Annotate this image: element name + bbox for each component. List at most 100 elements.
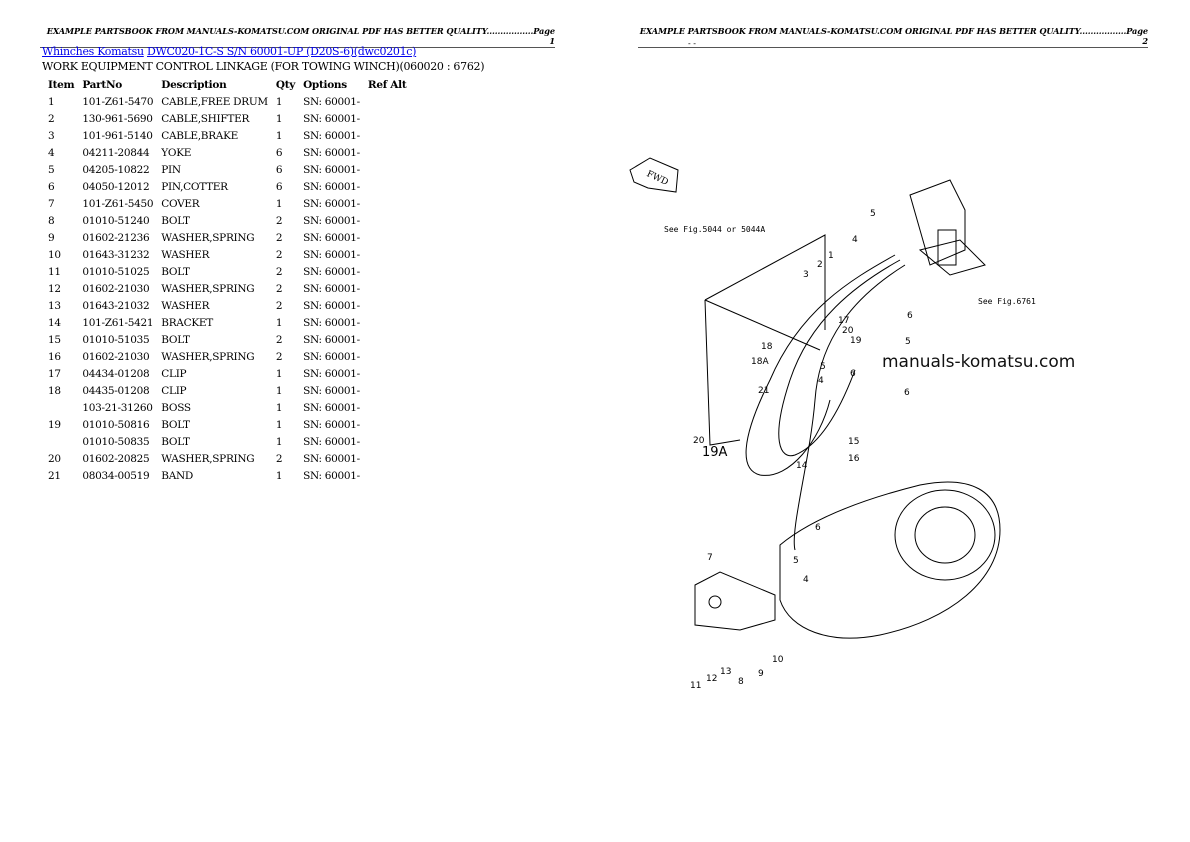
callout-label: 5 [905,337,911,347]
table-cell: 01010-51035 [82,333,150,346]
table-cell: 1 [48,95,55,108]
callout-label: 8 [738,677,744,687]
table-cell [364,93,410,110]
table-cell [364,365,410,382]
table-cell: 19 [48,418,61,431]
table-cell: 01643-21032 [82,299,150,312]
column-header: PartNo [82,78,122,91]
table-cell: WASHER [161,248,210,261]
table-cell: WASHER,SPRING [161,231,255,244]
table-cell: BOLT [161,214,190,227]
table-cell: 01602-20825 [82,452,150,465]
table-cell: SN: 60001- [303,299,360,312]
table-cell: 04435-01208 [82,384,150,397]
callout-label: 9 [758,669,764,679]
callout-label: 20 [693,436,705,446]
table-cell: SN: 60001- [303,333,360,346]
callout-label: 20 [842,326,854,336]
table-cell: BOLT [161,418,190,431]
table-cell: 101-961-5140 [82,129,153,142]
callout-label: 15 [848,437,859,447]
table-cell [364,263,410,280]
page-header: EXAMPLE PARTSBOOK FROM MANUALS-KOMATSU.C… [40,26,555,48]
table-cell: 2 [275,231,283,244]
callout-label: 5 [820,362,826,372]
breadcrumb-link-brand[interactable]: Whinches Komatsu [42,45,144,58]
table-cell: 01602-21030 [82,350,150,363]
watermark: manuals-komatsu.com [882,352,1076,372]
table-cell: BAND [161,469,193,482]
parts-diagram: FWD See Fig.5044 or 5044A See Fig.6761 5… [629,157,1036,691]
table-cell: 2 [275,282,283,295]
table-cell [364,246,410,263]
callout-label: 21 [758,386,769,396]
table-cell: 8 [48,214,55,227]
table-cell: 1 [275,112,283,125]
callout-label: 5 [870,209,876,219]
callout-label: 1 [828,251,834,261]
table-cell: 15 [48,333,61,346]
table-cell: 01010-51025 [82,265,150,278]
table-cell: 20 [48,452,61,465]
table-cell: CABLE,BRAKE [161,129,239,142]
table-cell [364,399,410,416]
table-cell: 2 [275,333,283,346]
table-cell: 2 [275,299,283,312]
lever-bracket [909,179,986,276]
table-cell: 08034-00519 [82,469,150,482]
cables [745,254,906,551]
table-cell: SN: 60001- [303,214,360,227]
table-cell: 01010-50816 [82,418,150,431]
table-cell [364,433,410,450]
column-header: Ref Alt [367,78,407,91]
callout-label: 14 [796,461,808,471]
table-cell: 1 [275,316,283,329]
table-cell: 01602-21030 [82,282,150,295]
callout-label: 3 [803,270,809,280]
table-cell: PIN [161,163,181,176]
table-cell: SN: 60001- [303,129,360,142]
table-cell: 1 [275,384,283,397]
callout-label: 4 [852,235,858,245]
callout-label: 16 [848,454,860,464]
table-cell: YOKE [161,146,192,159]
table-cell: SN: 60001- [303,248,360,261]
callout-label: 10 [772,655,784,665]
breadcrumb: Whinches Komatsu DWC020-1C-S S/N 60001-U… [42,45,416,58]
table-cell: 13 [48,299,61,312]
table-cell: 11 [48,265,61,278]
table-cell [364,450,410,467]
table-cell: 9 [48,231,55,244]
callout-label: 6 [850,369,856,379]
table-cell: 12 [48,282,61,295]
table-cell: 2 [275,214,283,227]
table-cell: SN: 60001- [303,350,360,363]
table-cell: 17 [48,367,61,380]
table-cell: 2 [275,248,283,261]
table-cell: WASHER,SPRING [161,282,255,295]
table-cell: 6 [275,146,283,159]
table-cell [364,110,410,127]
table-cell [364,127,410,144]
table-cell: SN: 60001- [303,452,360,465]
column-header: Item [48,78,75,91]
table-cell: 7 [48,197,55,210]
table-cell: 1 [275,197,283,210]
breadcrumb-link-model[interactable]: DWC020-1C-S S/N 60001-UP (D20S-6)(dwc020… [146,45,417,58]
callout-label: 18 [761,342,773,352]
table-cell: CLIP [161,384,187,397]
callout-label: 13 [720,667,731,677]
table-cell: 103-21-31260 [82,401,153,414]
table-cell: SN: 60001- [303,367,360,380]
callout-label: 11 [690,681,701,691]
table-cell: 101-Z61-5421 [82,316,154,329]
